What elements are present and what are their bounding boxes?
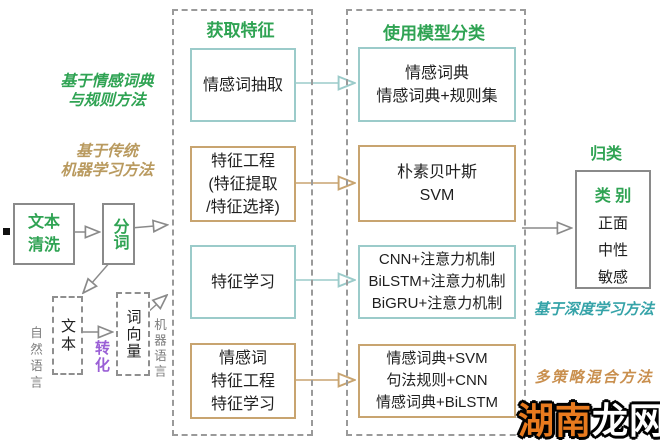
category-sensitive: 敏感: [597, 269, 628, 286]
result-heading: 归类: [589, 146, 622, 163]
label-traditional-line1: 基于传统: [75, 143, 138, 160]
bullet-square-icon: [3, 228, 10, 235]
feature-box-learning: 特征学习: [190, 245, 296, 319]
label-dict-rule-method: 基于情感词典 与规则方法: [32, 72, 182, 110]
model-box-hybrid: 情感词典+SVM 句法规则+CNN 情感词典+BiLSTM: [358, 344, 516, 418]
feature-box-sentiment-extract: 情感词抽取: [190, 48, 296, 122]
label-dict-rule-line1: 基于情感词典: [60, 73, 154, 90]
feature-box-engineering: 特征工程 (特征提取 /特征选择): [190, 146, 296, 222]
model-column-container: [346, 9, 526, 436]
segment-label: 分词: [110, 218, 128, 250]
model-box3-line2: BiLSTM+注意力机制: [368, 273, 506, 290]
model-box-bayes-svm: 朴素贝叶斯 SVM: [358, 145, 516, 222]
model-box3-line3: BiGRU+注意力机制: [371, 295, 503, 312]
feature-box1-line1: 情感词抽取: [202, 76, 283, 94]
label-traditional-ml-method: 基于传统 机器学习方法: [32, 142, 182, 180]
feature-box3-line1: 特征学习: [210, 273, 275, 291]
feature-box4-line3: 特征学习: [210, 395, 275, 413]
watermark-part2: 龙网: [592, 400, 660, 441]
feature-column-title: 获取特征: [206, 21, 275, 40]
category-box-title: 类 别: [594, 188, 632, 205]
label-traditional-line2: 机器学习方法: [60, 162, 154, 179]
model-box-dictionary: 情感词典 情感词典+规则集: [358, 47, 516, 122]
model-box1-line1: 情感词典: [404, 64, 469, 82]
feature-box2-line2: (特征提取: [208, 175, 278, 193]
feature-box2-line1: 特征工程: [210, 152, 275, 170]
watermark-part1: 湖南: [518, 400, 593, 441]
model-box2-line2: SVM: [419, 186, 455, 204]
text-vertical-label: 文本: [59, 317, 76, 354]
model-box1-line2: 情感词典+规则集: [376, 87, 498, 105]
model-box4-line2: 句法规则+CNN: [386, 372, 488, 389]
feature-box-combined: 情感词 特征工程 特征学习: [190, 343, 296, 419]
model-box4-line3: 情感词典+BiLSTM: [375, 394, 499, 411]
model-box3-line1: CNN+注意力机制: [378, 251, 496, 268]
label-multi-strategy-method: 多策略混合方法: [534, 370, 654, 386]
word-vector-label: 词向量: [124, 308, 142, 360]
category-neutral: 中性: [597, 242, 628, 259]
text-clean-line2: 清洗: [27, 237, 60, 254]
category-positive: 正面: [597, 215, 628, 232]
model-column-title: 使用模型分类: [383, 24, 485, 43]
natural-language-label: 自然语言: [28, 326, 42, 392]
text-clean-box: 文本 清洗: [13, 203, 75, 265]
model-box-deep-attention: CNN+注意力机制 BiLSTM+注意力机制 BiGRU+注意力机制: [358, 245, 516, 319]
word-vector-dashed-box: 词向量: [116, 292, 150, 376]
category-box: 类 别 正面 中性 敏感: [575, 170, 651, 289]
label-dict-rule-line2: 与规则方法: [68, 92, 146, 109]
feature-box4-line1: 情感词: [218, 349, 267, 367]
feature-column-container: [172, 9, 313, 436]
segment-box: 分词: [102, 203, 135, 265]
transform-label: 转化: [93, 340, 110, 374]
label-deep-learning-method: 基于深度学习方法: [533, 302, 654, 318]
watermark-logo: 湖南龙网: [518, 392, 660, 442]
machine-language-label: 机器语言: [152, 318, 166, 380]
feature-box4-line2: 特征工程: [210, 372, 275, 390]
model-box2-line1: 朴素贝叶斯: [396, 163, 477, 181]
text-clean-line1: 文本: [27, 214, 60, 231]
feature-box2-line3: /特征选择): [206, 198, 280, 216]
model-box4-line1: 情感词典+SVM: [386, 350, 488, 367]
text-dashed-box: 文本: [52, 296, 83, 375]
